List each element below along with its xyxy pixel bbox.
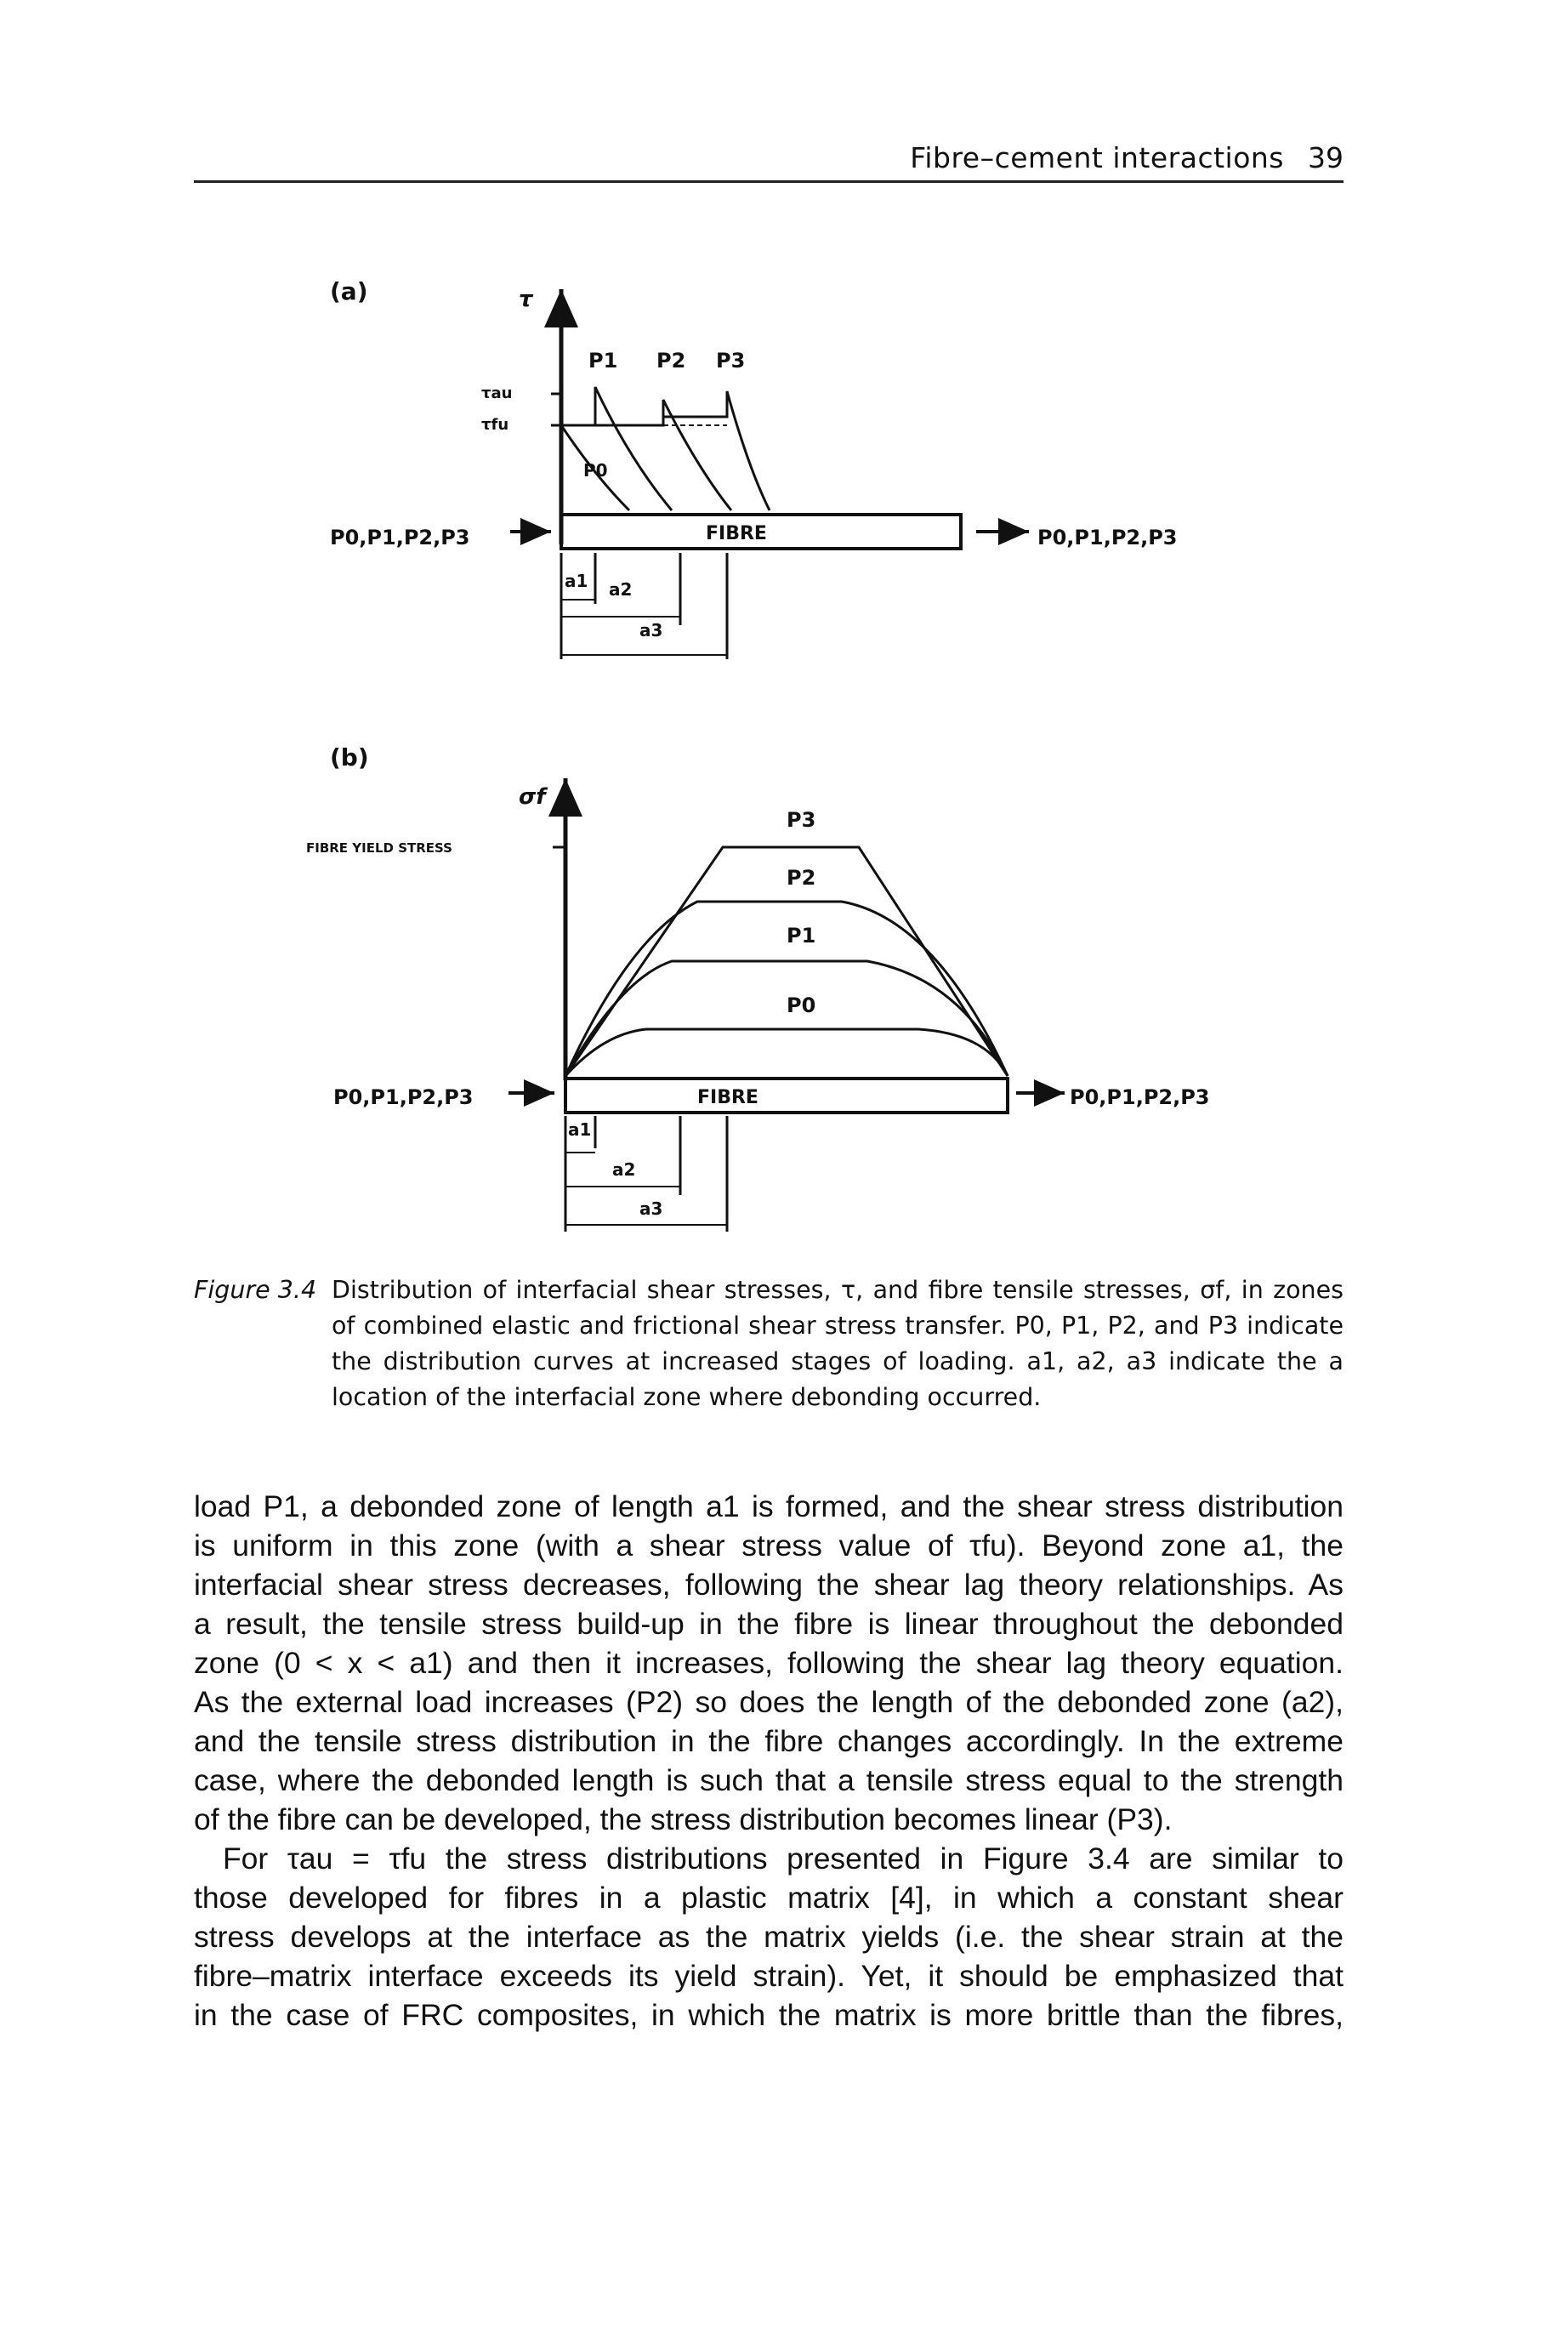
caption-line: Distribution of interfacial shear stress… [332, 1276, 1344, 1304]
panel-a-curve-p2 [595, 399, 733, 511]
panel-b-curve-p0 [564, 1027, 1009, 1078]
body-line: As the external load increases (P2) so d… [194, 1685, 1344, 1719]
panel-a-dim-a2: a2 [609, 579, 632, 600]
panel-a: (a) τ τau τfu P1 P2 P3 P0 FIBRE P0,P1,P2… [330, 277, 1178, 659]
figure-caption: Figure 3.4 Distribution of interfacial s… [194, 1272, 1344, 1415]
panel-b-dim-a1: a1 [568, 1119, 591, 1140]
body-line: For τau = τfu the stress distributions p… [223, 1842, 1344, 1876]
panel-a-fibre-label: FIBRE [706, 523, 767, 544]
panel-b: (b) σf FIBRE YIELD STRESS P3 P2 P1 P0 FI… [306, 743, 1210, 1232]
panel-b-curve-p2 [564, 900, 1009, 1077]
body-line: and the tensile stress distribution in t… [194, 1724, 1344, 1758]
page-number: 39 [1308, 141, 1344, 174]
body-line: those developed for fibres in a plastic … [194, 1881, 1344, 1915]
panel-b-dim-a2: a2 [612, 1159, 635, 1180]
panel-a-curve-p3 [663, 390, 771, 511]
panel-a-curve-label-p1: P1 [588, 349, 617, 373]
panel-a-right-loads: P0,P1,P2,P3 [1037, 526, 1178, 549]
panel-b-fibre [564, 1077, 1009, 1114]
panel-a-curve-label-p3: P3 [716, 349, 745, 373]
panel-b-curve-label-p1: P1 [787, 924, 815, 948]
caption-line: the distribution curves at increased sta… [332, 1347, 1344, 1375]
panel-b-curve-label-p0: P0 [787, 993, 815, 1017]
panel-b-dim-a3: a3 [639, 1198, 662, 1219]
body-line: case, where the debonded length is such … [194, 1763, 1344, 1797]
panel-a-dim-a3: a3 [639, 620, 662, 640]
body-line: is uniform in this zone (with a shear st… [194, 1528, 1344, 1563]
panel-a-fibre [560, 513, 963, 550]
body-line: zone (0 < x < a1) and then it increases,… [194, 1646, 1344, 1680]
panel-a-y-axis-label: τ [519, 287, 534, 312]
paragraph-1: load P1, a debonded zone of length a1 is… [194, 1487, 1344, 1839]
caption-line: of combined elastic and frictional shear… [332, 1312, 1344, 1340]
panel-a-curve-label-p0: P0 [583, 460, 608, 481]
panel-b-curve-label-p2: P2 [787, 866, 815, 890]
panel-b-curve-p3 [564, 845, 1009, 1077]
body-line: of the fibre can be developed, the stres… [194, 1802, 1173, 1836]
panel-b-curve-label-p3: P3 [787, 808, 815, 832]
panel-a-curve-p1 [561, 386, 673, 511]
paragraph-2: For τau = τfu the stress distributions p… [194, 1839, 1344, 2035]
panel-a-label: (a) [330, 277, 368, 305]
body-line: fibre–matrix interface exceeds its yield… [194, 1959, 1344, 1993]
body-text: load P1, a debonded zone of length a1 is… [194, 1487, 1344, 2035]
caption-line: location of the interfacial zone where d… [332, 1383, 1042, 1411]
body-line: stress develops at the interface as the … [194, 1920, 1344, 1954]
caption-label: Figure 3.4 [194, 1276, 317, 1304]
panel-b-label: (b) [330, 743, 369, 771]
caption-text: Distribution of interfacial shear stress… [332, 1272, 1344, 1415]
page-header: Fibre–cement interactions 39 [194, 138, 1344, 183]
panel-a-tick-tau-fu: τfu [481, 416, 508, 434]
body-line: load P1, a debonded zone of length a1 is… [194, 1489, 1344, 1523]
panel-a-curve-label-p2: P2 [656, 349, 685, 373]
panel-a-dim-a1: a1 [565, 571, 588, 591]
panel-b-fibre-label: FIBRE [697, 1087, 758, 1108]
body-line: in the case of FRC composites, in which … [194, 1998, 1344, 2032]
panel-b-y-axis-label: σf [519, 784, 548, 810]
panel-b-left-loads: P0,P1,P2,P3 [333, 1085, 474, 1109]
body-line: interfacial shear stress decreases, foll… [194, 1568, 1344, 1602]
panel-b-curve-p1 [564, 959, 1009, 1077]
body-line: a result, the tensile stress build-up in… [194, 1607, 1344, 1641]
running-title: Fibre–cement interactions [910, 141, 1284, 174]
panel-a-left-loads: P0,P1,P2,P3 [330, 526, 470, 549]
panel-a-curve-p0 [560, 424, 631, 512]
panel-b-right-loads: P0,P1,P2,P3 [1070, 1085, 1210, 1109]
panel-a-tick-tau-au: τau [481, 384, 512, 402]
panel-b-tick-yield: FIBRE YIELD STRESS [306, 840, 452, 856]
